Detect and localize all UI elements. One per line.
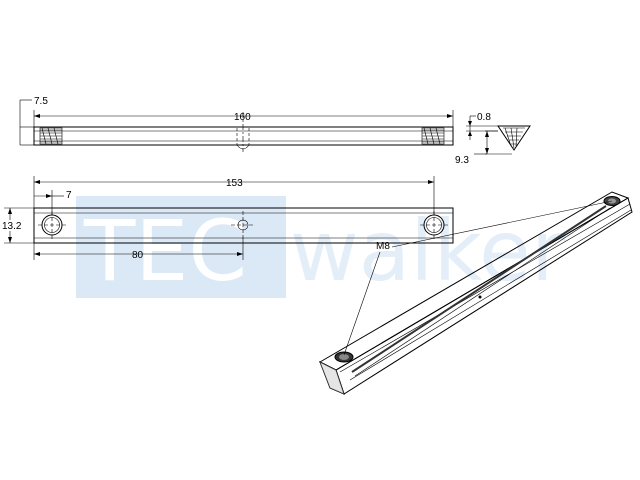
center-hole-side: [236, 112, 250, 152]
right-thread-hatch: [421, 127, 445, 145]
dim-center-position: 80: [33, 238, 244, 261]
thread-callout: M8: [343, 200, 613, 356]
dim-end-thickness-label: 0.8: [477, 112, 491, 123]
left-threaded-hole: [38, 211, 66, 239]
dim-end-thickness: 0.8: [466, 112, 498, 140]
dim-hole-spacing-label: 153: [226, 178, 243, 189]
dim-height-left-label: 7.5: [34, 96, 48, 107]
dim-edge-to-hole-label: 7: [66, 190, 72, 201]
dim-end-height-label: 9.3: [455, 155, 469, 166]
side-view: 7.5 160: [19, 96, 454, 152]
dim-hole-spacing: 153: [33, 176, 435, 215]
left-thread-hatch: [39, 127, 63, 145]
center-hole: [231, 211, 255, 239]
side-view-body: [33, 126, 454, 146]
dim-center-position-label: 80: [132, 250, 144, 261]
watermark-tec: TEC: [83, 202, 247, 300]
end-view: 0.8 9.3: [455, 112, 531, 166]
watermark: TEC walker: [76, 196, 566, 300]
dim-width: 13.2: [1, 207, 34, 244]
dim-width-label: 13.2: [2, 221, 22, 232]
dim-edge-to-hole: 7: [34, 190, 72, 215]
plan-view-body: [33, 207, 454, 244]
plan-view: 153 7 13.2 80: [1, 176, 454, 261]
dim-overall-length-label: 160: [234, 112, 251, 123]
dim-overall-length: 160: [33, 110, 454, 127]
isometric-view: M8: [318, 191, 633, 395]
watermark-walker: walker: [290, 202, 566, 300]
dim-end-height: 9.3: [455, 130, 512, 166]
dim-height-left: 7.5: [19, 96, 48, 146]
thread-callout-label: M8: [376, 241, 390, 252]
end-view-profile: [497, 125, 531, 151]
